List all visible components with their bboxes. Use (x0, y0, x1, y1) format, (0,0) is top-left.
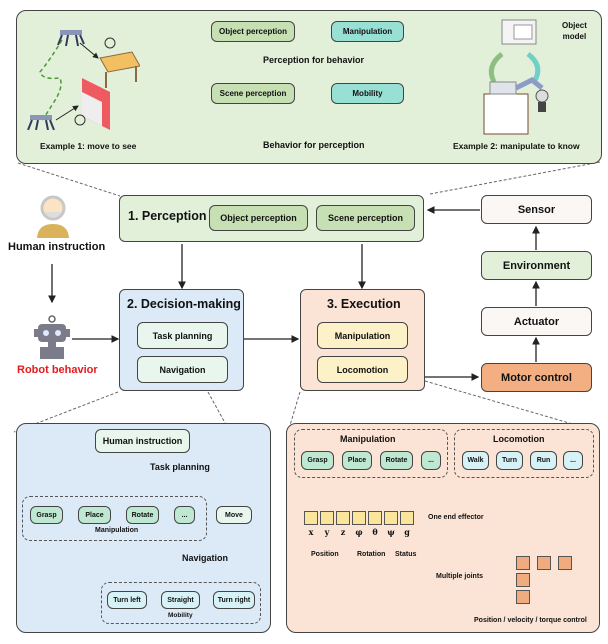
perception-object: Object perception (209, 205, 308, 231)
zoom-line-left (17, 162, 121, 197)
decision-making-title: 2. Decision-making (127, 297, 241, 311)
detail-straight: Straight (161, 591, 200, 609)
example2-label: Example 2: manipulate to know (453, 141, 580, 151)
human-instruction-label: Human instruction (8, 241, 106, 253)
symbol-psi: ψ (387, 527, 395, 537)
example1-illustration (27, 30, 140, 130)
behavior-for-perception-label: Behavior for perception (263, 140, 365, 150)
execution-manipulation: Manipulation (317, 322, 408, 349)
detail-grasp: Grasp (30, 506, 63, 524)
table-icon (99, 51, 140, 88)
end-effector-label: One end effector (428, 514, 484, 521)
example2-illustration (483, 19, 549, 135)
status-label: Status (395, 551, 417, 558)
rotation-label: Rotation (357, 551, 386, 558)
detail-mobility-label: Mobility (168, 612, 193, 619)
exec-loco-more: ... (563, 451, 583, 470)
symbol-phi: φ (355, 527, 363, 537)
robot-path (39, 39, 63, 121)
detail-more: ... (174, 506, 195, 524)
effector-square-x (304, 511, 318, 525)
top-object-perception: Object perception (211, 21, 295, 42)
decision-task-planning: Task planning (137, 322, 228, 349)
detail-turn-right: Turn right (213, 591, 255, 609)
zoom-line-right (429, 161, 601, 195)
exec-place: Place (342, 451, 372, 470)
effector-square-psi (384, 511, 398, 525)
symbol-g: g (404, 527, 410, 537)
exec-manipulation-title: Manipulation (340, 434, 396, 444)
human-avatar-icon (37, 195, 69, 238)
top-manipulation: Manipulation (331, 21, 404, 42)
detail-rotate: Rotate (126, 506, 159, 524)
detail-manipulation-label: Manipulation (95, 527, 139, 534)
sad-face-icon (74, 114, 86, 126)
control-label: Position / velocity / torque control (474, 617, 587, 624)
effector-square-z (336, 511, 350, 525)
joint-square (516, 556, 530, 570)
example1-label: Example 1: move to see (40, 141, 137, 151)
symbol-theta: θ (372, 527, 378, 537)
motor-control-box: Motor control (481, 363, 592, 392)
exec-walk: Walk (462, 451, 489, 470)
top-scene-perception: Scene perception (211, 83, 295, 104)
joint-square (516, 573, 530, 587)
wall-icon (82, 78, 110, 130)
symbol-z: z (340, 527, 346, 537)
effector-square-theta (368, 511, 382, 525)
object-model-label: Object model (562, 21, 587, 41)
perception-for-behavior-label: Perception for behavior (263, 55, 365, 65)
detail-human-instruction: Human instruction (95, 429, 190, 453)
symbol-x: x (308, 527, 314, 537)
detail-move: Move (216, 506, 252, 524)
joint-square (558, 556, 572, 570)
robot-behavior-label: Robot behavior (17, 364, 98, 376)
cycle-arrow-left-icon (488, 52, 504, 84)
environment-box: Environment (481, 251, 592, 280)
detail-turn-left: Turn left (107, 591, 147, 609)
symbol-y: y (324, 527, 330, 537)
cycle-arrow-right-icon (526, 52, 541, 84)
actuator-box: Actuator (481, 307, 592, 336)
manipulation-group (22, 496, 207, 541)
effector-square-phi (352, 511, 366, 525)
detail-navigation-label: Navigation (182, 553, 229, 563)
effector-square-y (320, 511, 334, 525)
joint-square (516, 590, 530, 604)
sensor-box: Sensor (481, 195, 592, 224)
exec-turn: Turn (496, 451, 523, 470)
exec-manip-more: ... (421, 451, 441, 470)
execution-title: 3. Execution (327, 297, 401, 311)
happy-face-icon (104, 37, 116, 49)
exec-manipulation-group (294, 429, 448, 478)
top-mobility: Mobility (331, 83, 404, 104)
microwave-icon (501, 19, 537, 45)
exec-rotate: Rotate (380, 451, 413, 470)
perception-scene: Scene perception (316, 205, 415, 231)
position-label: Position (311, 551, 339, 558)
robot-dog-top-icon (57, 30, 85, 47)
exec-run: Run (530, 451, 557, 470)
exec-locomotion-group (454, 429, 594, 478)
mobility-group (101, 582, 261, 624)
exec-locomotion-title: Locomotion (493, 434, 545, 444)
multiple-joints-label: Multiple joints (436, 573, 484, 580)
decision-navigation: Navigation (137, 356, 228, 383)
detail-task-planning-label: Task planning (150, 462, 210, 472)
kitchen-robot-icon (483, 77, 549, 135)
exec-grasp: Grasp (301, 451, 334, 470)
detail-place: Place (78, 506, 111, 524)
joint-square (537, 556, 551, 570)
execution-locomotion: Locomotion (317, 356, 408, 383)
robot-dog-bottom-icon (27, 115, 55, 130)
perception-title: 1. Perception (128, 209, 207, 223)
robot-icon (34, 315, 70, 359)
effector-square-g (400, 511, 414, 525)
